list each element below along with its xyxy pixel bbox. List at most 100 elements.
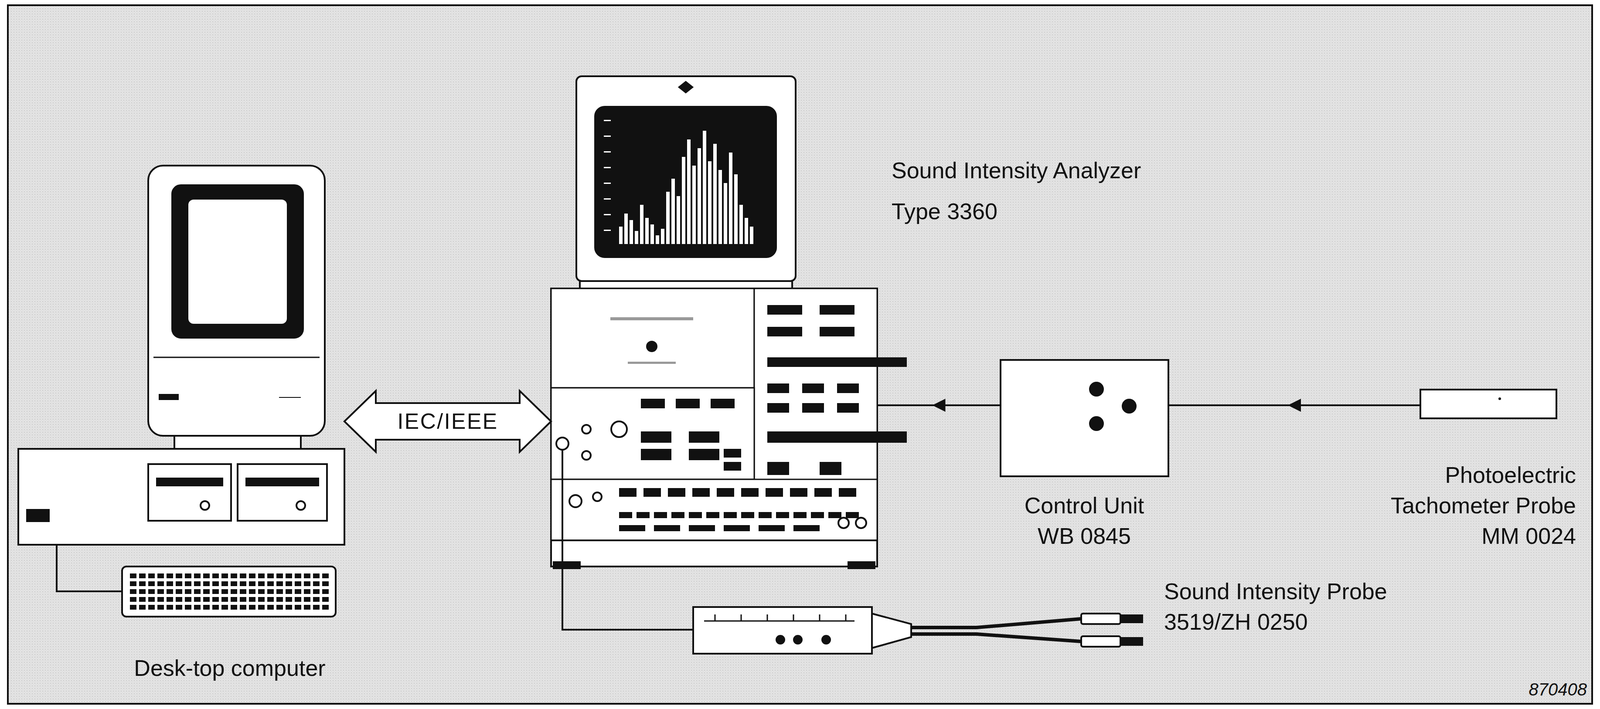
analyzer-drawing	[848, 562, 875, 569]
button	[723, 462, 742, 471]
key	[157, 597, 164, 603]
analyzer-drawing	[551, 288, 878, 567]
key	[139, 573, 146, 579]
key	[239, 597, 247, 603]
key	[129, 589, 137, 595]
button	[758, 525, 785, 532]
key	[248, 581, 256, 587]
button	[767, 403, 790, 413]
tachometer-probe-drawing	[1420, 389, 1557, 419]
button	[619, 488, 637, 498]
key	[166, 597, 174, 603]
key	[194, 605, 201, 610]
key	[239, 605, 247, 610]
key	[313, 605, 320, 610]
key	[294, 573, 302, 579]
key	[285, 605, 293, 610]
analyzer-drawing	[838, 517, 849, 529]
key	[239, 573, 247, 579]
key	[248, 589, 256, 595]
intensity-probe-drawing	[793, 636, 802, 644]
key	[230, 597, 238, 603]
key	[203, 597, 210, 603]
key	[258, 589, 265, 595]
bar	[708, 161, 712, 245]
analyzer-drawing	[556, 437, 569, 450]
computer-drawing	[296, 501, 306, 511]
bar	[681, 156, 686, 245]
button	[819, 357, 907, 368]
frame	[7, 5, 1593, 705]
key	[184, 573, 192, 579]
button	[653, 512, 668, 519]
bar	[655, 235, 660, 245]
tachometer-probe-drawing	[1420, 389, 1557, 419]
analyzer-drawing	[579, 281, 793, 289]
key	[221, 573, 229, 579]
bar	[713, 143, 717, 245]
button	[706, 512, 720, 519]
analyzer-drawing	[855, 517, 867, 529]
button	[802, 383, 824, 394]
key	[230, 589, 238, 595]
control-unit-drawing	[1000, 360, 1169, 477]
key	[285, 573, 293, 579]
bar	[660, 228, 665, 245]
bar	[702, 130, 707, 245]
device-label: Desk-top computer	[98, 653, 361, 684]
key	[212, 597, 219, 603]
key	[239, 581, 247, 587]
key	[267, 589, 274, 595]
key	[303, 597, 311, 603]
key	[175, 589, 183, 595]
computer-drawing	[18, 449, 345, 545]
button	[838, 488, 857, 498]
key	[303, 605, 311, 610]
button	[636, 512, 650, 519]
key	[258, 573, 265, 579]
intensity-probe-drawing	[1120, 638, 1143, 646]
key	[175, 573, 183, 579]
button	[716, 488, 735, 498]
computer-drawing	[279, 397, 301, 399]
key	[294, 589, 302, 595]
bar	[734, 174, 738, 245]
analyzer-drawing	[551, 388, 755, 480]
axis-tick	[603, 119, 611, 122]
analyzer-drawing	[551, 479, 878, 541]
button	[758, 512, 772, 519]
bar	[676, 196, 681, 245]
computer-drawing	[27, 510, 49, 522]
bar	[728, 152, 733, 245]
intensity-probe-drawing	[776, 636, 785, 644]
tachometer-probe-node: Photoelectric Tachometer Probe MM 0024	[1420, 389, 1557, 419]
tick	[740, 614, 743, 622]
key	[203, 605, 210, 610]
bar	[634, 231, 639, 245]
key	[221, 597, 229, 603]
intensity-probe-node: Sound Intensity Probe 3519/ZH 0250	[693, 601, 1143, 659]
signal-line	[1168, 404, 1421, 407]
button	[765, 488, 783, 498]
key	[203, 581, 210, 587]
axis-tick	[603, 214, 611, 216]
button	[767, 305, 803, 315]
button	[789, 488, 808, 498]
key	[212, 573, 219, 579]
key	[139, 597, 146, 603]
computer-drawing	[156, 478, 223, 486]
key	[322, 589, 329, 595]
analyzer-drawing	[611, 421, 627, 438]
axis-tick	[603, 151, 611, 153]
analyzer-drawing	[592, 492, 602, 502]
tick	[766, 614, 769, 622]
key	[294, 605, 302, 610]
button	[814, 488, 832, 498]
key	[303, 573, 311, 579]
bus-label: IEC/IEEE	[393, 410, 502, 433]
bar	[645, 217, 649, 245]
bar	[692, 165, 696, 245]
key	[129, 597, 137, 603]
button	[819, 431, 907, 443]
button	[845, 512, 859, 519]
